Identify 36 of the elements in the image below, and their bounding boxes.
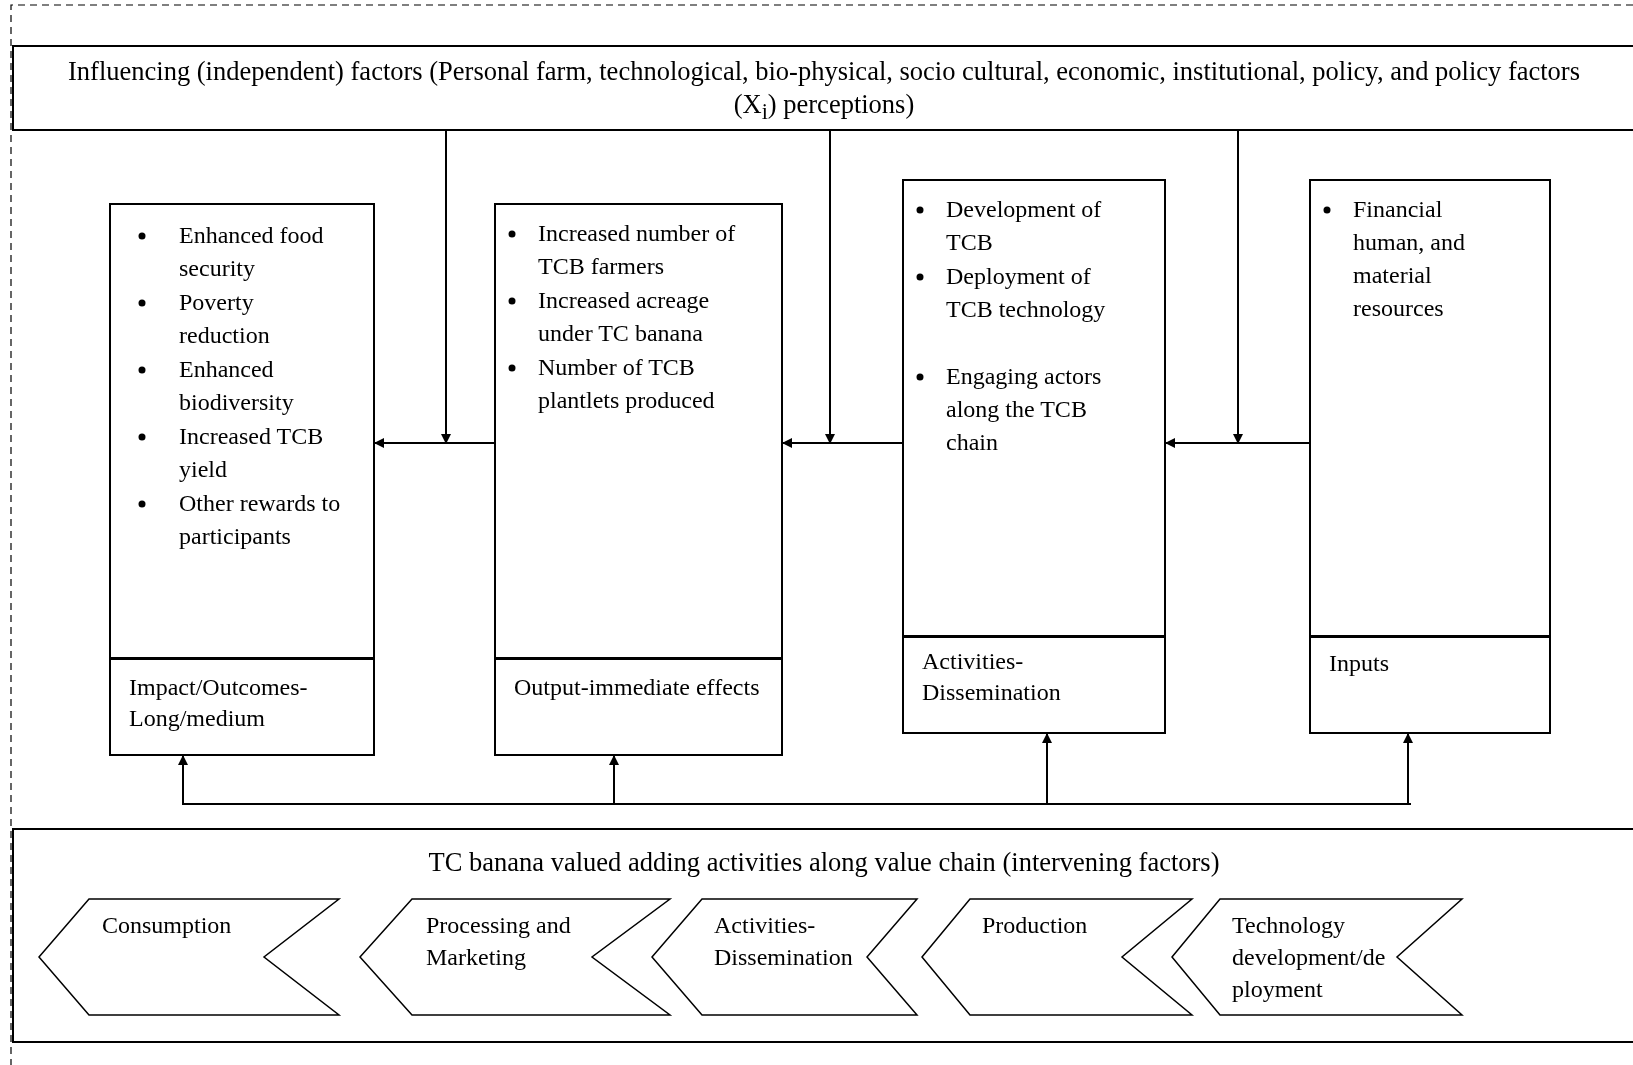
bullet-item: Enhanced food security: [179, 221, 325, 283]
arrow: [441, 130, 451, 444]
factor-band: [12, 828, 1633, 1043]
band-heading: Influencing (independent) factors (Personal farm, technological, bio-physical, socio cultural, economic, institutional, policy, and policy factors (X$_{i}$) perceptions): [67, 55, 1581, 127]
framework-box: [902, 179, 1166, 734]
framework-box: [109, 203, 375, 756]
bullet-item: Enhanced biodiversity: [179, 355, 295, 417]
bullet-item: Increased number of TCB farmers: [538, 219, 737, 281]
step-label: Activities- Dissemination: [714, 911, 854, 972]
bullet-item: Poverty reduction: [179, 288, 271, 350]
arrow: [782, 438, 903, 448]
framework-box: [494, 203, 783, 756]
factor-band: [12, 45, 1633, 131]
bullet-item: Financial human, and material resources: [1353, 195, 1466, 323]
arrow: [825, 130, 835, 444]
step-label: Consumption: [102, 911, 233, 940]
bullet-item: Increased acreage under TC banana: [538, 286, 711, 348]
step-label: Production: [982, 911, 1089, 940]
box-footer-label: Inputs: [1329, 649, 1390, 678]
arrow: [1165, 438, 1310, 448]
box-footer-label: Activities- Dissemination: [922, 647, 1062, 707]
arrow: [1233, 130, 1243, 444]
arrow: [1403, 733, 1413, 805]
bullet-item: Development of TCB: [946, 195, 1103, 257]
bullet-item: Engaging actors along the TCB chain: [946, 362, 1103, 457]
framework-box: [1309, 179, 1551, 734]
box-footer-label: Impact/Outcomes- Long/medium: [129, 673, 309, 733]
bullet-item: Other rewards to participants: [179, 489, 342, 551]
step-label: Technology development/deployment: [1232, 911, 1387, 1004]
bullet-item: Increased TCB yield: [179, 422, 325, 484]
arrow: [374, 438, 495, 448]
band-heading: TC banana valued adding activities along value chain (intervening factors): [427, 846, 1221, 879]
box-footer-label: Output-immediate effects: [514, 673, 761, 702]
bullet-item: Deployment of TCB technology: [946, 262, 1107, 324]
step-label: Processing and Marketing: [426, 911, 572, 972]
bullet-item: Number of TCB plantlets produced: [538, 353, 716, 415]
